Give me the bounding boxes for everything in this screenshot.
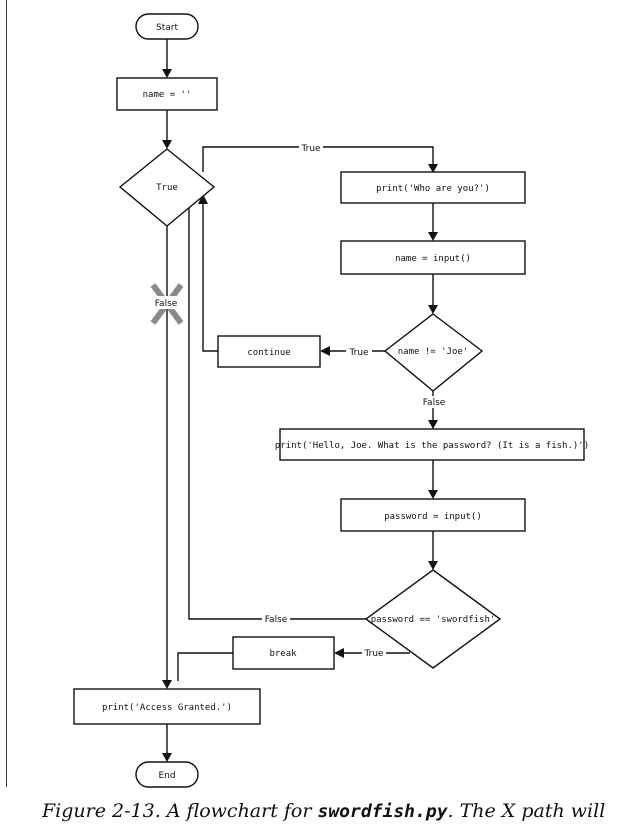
edge-continue-to-loop xyxy=(202,201,218,352)
flowchart-diagram: Start name = '' True print('Who are you?… xyxy=(73,13,589,788)
print-who-box xyxy=(340,171,526,204)
label-bg xyxy=(150,296,182,309)
arrowhead xyxy=(428,420,438,429)
arrowhead xyxy=(198,194,208,204)
edge-label-true-top: True xyxy=(300,144,321,154)
assign-name-box xyxy=(116,77,218,111)
edge-break-to-granted xyxy=(177,652,233,681)
figure-caption: Figure 2-13. A flowchart for swordfish.p… xyxy=(42,797,617,827)
start-terminal xyxy=(135,13,199,40)
check-password-diamond xyxy=(364,569,502,669)
caption-suffix: . The X path will xyxy=(447,800,606,822)
edge-label-false-x: False xyxy=(155,299,178,309)
password-input-box xyxy=(340,498,526,532)
edge-label-true-continue: True xyxy=(348,348,369,358)
arrowhead xyxy=(428,490,438,499)
continue-label: continue xyxy=(247,348,290,358)
continue-box xyxy=(217,335,321,368)
arrowhead xyxy=(428,232,438,241)
assign-name-label: name = '' xyxy=(143,90,192,100)
arrowhead xyxy=(428,561,438,570)
edge-label-false-password: False xyxy=(265,615,288,625)
end-terminal xyxy=(135,761,199,788)
arrowhead xyxy=(428,305,438,314)
label-bg xyxy=(299,141,323,153)
end-label: End xyxy=(158,771,175,781)
break-box xyxy=(232,636,335,670)
edge-label-true-break: True xyxy=(363,649,384,659)
caption-prefix: Figure 2-13. A flowchart for xyxy=(42,800,318,822)
print-hello-box xyxy=(279,428,585,461)
print-granted-box xyxy=(73,688,261,725)
start-label: Start xyxy=(156,23,178,33)
name-input-box xyxy=(340,240,526,275)
label-bg xyxy=(262,613,290,625)
loop-condition-diamond xyxy=(118,148,216,227)
label-bg xyxy=(420,396,448,408)
page-margin-rule xyxy=(6,0,7,787)
password-input-label: password = input() xyxy=(384,512,482,522)
arrowhead xyxy=(162,753,172,762)
arrowhead xyxy=(428,164,438,173)
edge-check-password-false-to-loop xyxy=(188,195,366,620)
loop-condition-label: True xyxy=(156,183,178,193)
label-bg xyxy=(362,647,386,659)
arrowhead xyxy=(334,648,344,658)
check-name-diamond xyxy=(383,313,484,392)
arrowhead xyxy=(320,346,330,356)
check-name-label: name != 'Joe' xyxy=(398,347,468,357)
name-input-label: name = input() xyxy=(395,254,471,264)
label-bg xyxy=(346,345,372,357)
check-password-label: password == 'swordfish' xyxy=(371,615,496,625)
arrowhead xyxy=(162,680,172,689)
print-who-label: print('Who are you?') xyxy=(376,184,490,194)
print-granted-label: print('Access Granted.') xyxy=(102,703,232,713)
arrowhead xyxy=(162,69,172,78)
edge-label-false-name: False xyxy=(423,398,446,408)
caption-filename: swordfish.py xyxy=(317,801,448,822)
print-hello-label: print('Hello, Joe. What is the password?… xyxy=(275,441,589,451)
arrowhead xyxy=(162,140,172,149)
break-label: break xyxy=(269,649,297,659)
